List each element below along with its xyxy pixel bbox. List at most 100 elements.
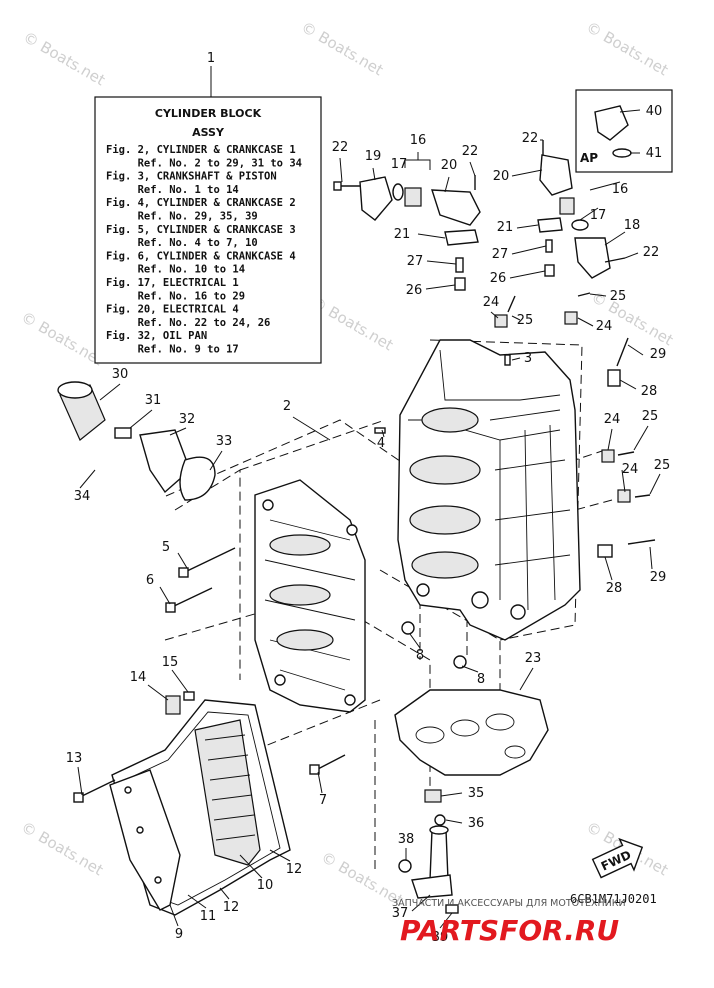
leader-line <box>239 854 263 879</box>
legend-line: Ref. No. 1 to 14 <box>106 184 239 196</box>
crankcase <box>254 479 366 713</box>
leader-line <box>624 252 639 259</box>
leader-line <box>621 469 626 493</box>
leader-line <box>516 224 539 229</box>
leader-line <box>177 552 188 569</box>
ap-label: AP <box>580 151 598 165</box>
leader-line <box>426 260 457 265</box>
callout-16: 16 <box>410 133 427 148</box>
callout-26: 26 <box>406 283 423 298</box>
legend-line: Ref. No. 29, 35, 39 <box>106 211 258 223</box>
legend-line: Fig. 2, CYLINDER & CRANKCASE 1 <box>106 144 296 156</box>
callout-24: 24 <box>604 412 621 427</box>
leader-line <box>147 684 169 701</box>
leader-line <box>511 245 547 255</box>
legend-line: Fig. 3, CRANKSHAFT & PISTON <box>106 171 277 183</box>
legend-line: Fig. 5, CYLINDER & CRANKCASE 3 <box>106 224 296 236</box>
callout-17: 17 <box>391 157 408 172</box>
callout-2: 2 <box>283 399 291 414</box>
legend-subtitle: ASSY <box>192 126 225 139</box>
callout-12: 12 <box>223 900 240 915</box>
legend-line: Ref. No. 4 to 7, 10 <box>106 237 258 249</box>
watermark: © Boats.net <box>298 18 386 79</box>
legend: CYLINDER BLOCK ASSY Fig. 2, CYLINDER & C… <box>94 96 322 364</box>
leader-line <box>381 429 385 438</box>
callout-17: 17 <box>590 208 607 223</box>
leader-line <box>619 379 637 390</box>
callout-22: 22 <box>332 140 349 155</box>
leader-line <box>604 556 613 581</box>
leader-line <box>649 473 661 495</box>
callout-33: 33 <box>216 434 233 449</box>
leader-line <box>292 416 331 441</box>
legend-title: CYLINDER BLOCK <box>155 107 262 120</box>
callout-8: 8 <box>416 648 424 663</box>
callout-5: 5 <box>162 540 170 555</box>
callout-21: 21 <box>497 220 514 235</box>
leader-line <box>99 383 121 401</box>
callout-20: 20 <box>493 169 510 184</box>
leader-line <box>607 428 613 451</box>
callout-3: 3 <box>524 351 532 366</box>
callout-numbers: 1234567889101112121314151616171718192020… <box>66 51 671 945</box>
leader-line <box>339 157 343 183</box>
legend-box <box>94 96 322 364</box>
callout-22: 22 <box>522 131 539 146</box>
callout-27: 27 <box>492 247 509 262</box>
small-parts <box>57 140 656 914</box>
leader-line <box>79 469 96 489</box>
callout-6: 6 <box>146 573 154 588</box>
leader-line <box>417 233 446 239</box>
callout-21: 21 <box>394 227 411 242</box>
leader-line <box>619 109 641 113</box>
callout-13: 13 <box>66 751 83 766</box>
callout-8: 8 <box>477 672 485 687</box>
callout-35: 35 <box>468 786 485 801</box>
footer-brand: PARTSFOR.RU <box>400 914 619 947</box>
leader-line <box>169 427 187 436</box>
leader-lines <box>77 66 661 929</box>
leader-line <box>77 766 83 796</box>
callout-36: 36 <box>468 816 485 831</box>
leader-line <box>269 849 291 862</box>
leader-line <box>219 887 230 900</box>
leader-line <box>649 546 653 570</box>
watermark: © Boats.net <box>18 308 106 369</box>
leader-line <box>439 912 453 929</box>
callout-28: 28 <box>641 384 658 399</box>
leader-line <box>577 317 594 327</box>
callout-26: 26 <box>490 271 507 286</box>
leader-line <box>159 586 171 605</box>
callout-1: 1 <box>207 51 215 66</box>
leader-line <box>519 667 534 691</box>
legend-line: Ref. No. 16 to 29 <box>106 290 245 302</box>
leader-line <box>372 167 376 181</box>
diagram-code: 6CB1M71J0201 <box>570 892 657 906</box>
leader-line <box>317 771 323 794</box>
leader-line <box>627 344 644 356</box>
legend-line: Ref. No. 22 to 24, 26 <box>106 317 270 329</box>
legend-line: Ref. No. 2 to 29, 31 to 34 <box>106 157 302 169</box>
leader-line <box>509 270 546 279</box>
callout-24: 24 <box>483 295 500 310</box>
leader-line <box>490 311 499 319</box>
leader-line <box>171 669 189 693</box>
leader-line <box>411 894 431 912</box>
callout-9: 9 <box>175 927 183 942</box>
legend-lines: Fig. 2, CYLINDER & CRANKCASE 1 Ref. No. … <box>106 144 302 356</box>
leader-line <box>461 665 479 673</box>
callout-20: 20 <box>441 158 458 173</box>
leader-line <box>444 176 450 193</box>
callout-12: 12 <box>286 862 303 877</box>
callout-7: 7 <box>319 793 327 808</box>
callout-22: 22 <box>643 245 660 260</box>
leader-line <box>169 904 179 927</box>
callout-10: 10 <box>257 878 274 893</box>
callout-22: 22 <box>462 144 479 159</box>
callout-14: 14 <box>130 670 147 685</box>
callout-34: 34 <box>74 489 91 504</box>
callout-38: 38 <box>398 832 415 847</box>
callout-19: 19 <box>365 149 382 164</box>
callout-4: 4 <box>377 436 385 451</box>
